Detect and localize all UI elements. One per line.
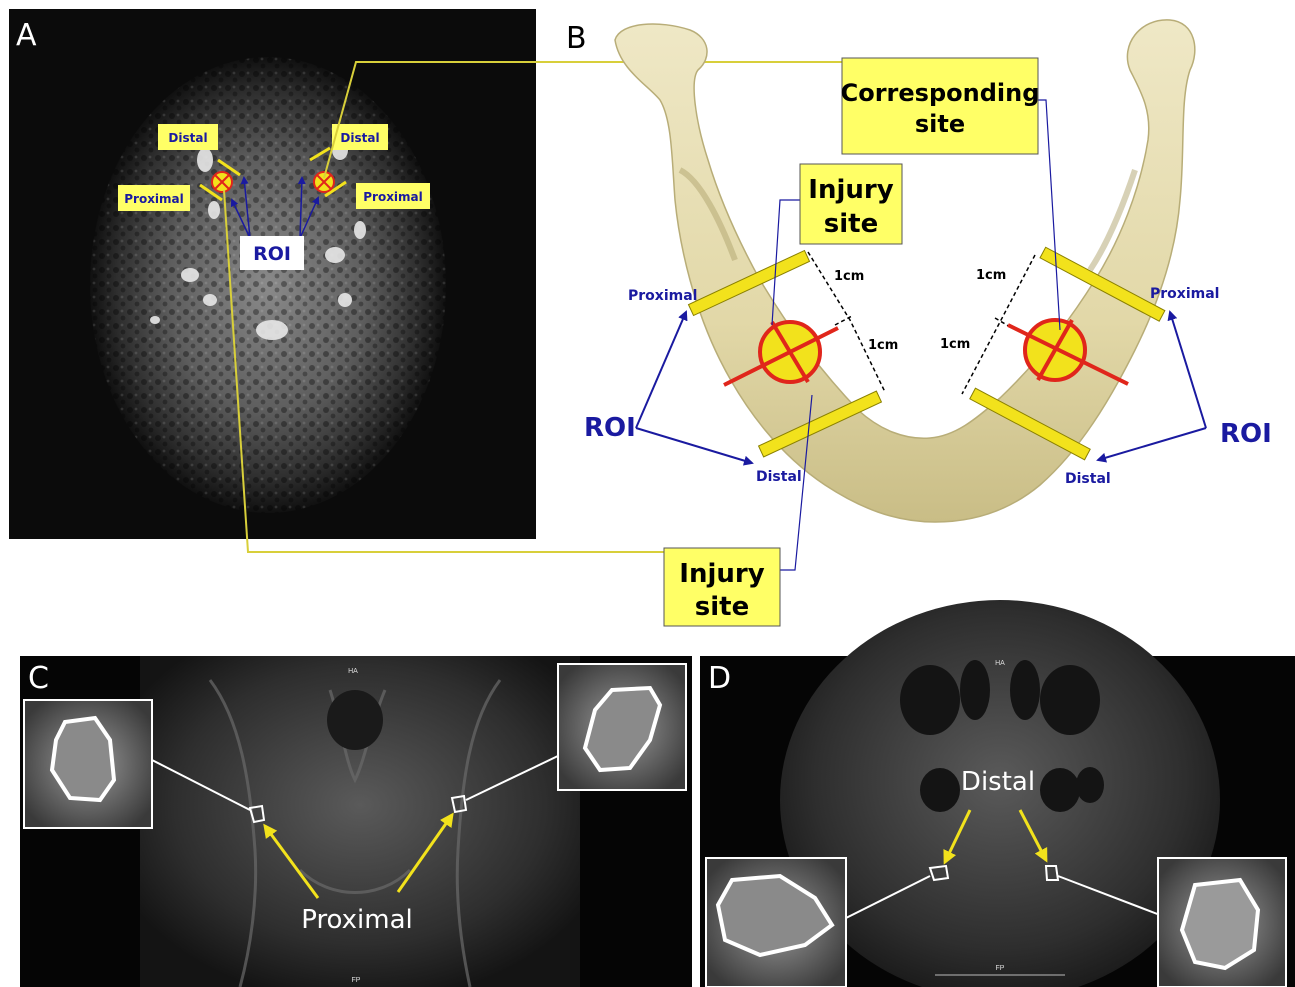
label-corresponding-site: Corresponding site: [841, 58, 1040, 154]
dim-left-bottom: 1cm: [868, 338, 898, 353]
label-distal-right-a: Distal: [332, 124, 388, 150]
inset-left-d: [706, 858, 846, 987]
label-proximal-right-b: Proximal: [1150, 286, 1219, 302]
scan-marker-bottom-c: FP: [352, 977, 361, 984]
label-roi-left-b: ROI: [584, 413, 636, 443]
svg-text:site: site: [824, 209, 878, 239]
label-proximal-left-b: Proximal: [628, 288, 697, 304]
label-distal-d: Distal: [961, 767, 1035, 797]
dim-right-top: 1cm: [976, 268, 1006, 283]
label-proximal-c: Proximal: [301, 905, 413, 935]
svg-text:Corresponding: Corresponding: [841, 79, 1040, 107]
label-proximal-left-a: Proximal: [118, 185, 190, 211]
inset-right-c: [558, 664, 686, 790]
dim-right-bottom: 1cm: [940, 337, 970, 352]
panel-d-letter: D: [708, 661, 731, 696]
svg-text:site: site: [695, 592, 749, 622]
panel-b-letter: B: [566, 21, 587, 56]
svg-text:Proximal: Proximal: [363, 190, 423, 204]
panel-c-letter: C: [28, 661, 49, 696]
svg-text:ROI: ROI: [253, 243, 291, 265]
label-roi-right-b: ROI: [1220, 419, 1272, 449]
svg-text:Injury: Injury: [679, 559, 764, 589]
label-injury-site-bottom: Injury site: [664, 548, 780, 626]
scan-marker-top-c: HA: [348, 668, 358, 675]
panel-c: HA FP Proximal C: [20, 656, 692, 987]
label-roi-a: ROI: [240, 236, 304, 270]
svg-text:Distal: Distal: [168, 131, 207, 145]
spect-scan-texture: [90, 57, 446, 513]
panel-a: A Distal Distal: [9, 9, 536, 539]
label-distal-left-b: Distal: [756, 469, 802, 485]
panel-d: HA FP Distal D: [700, 600, 1295, 987]
inset-right-d: [1158, 858, 1286, 987]
svg-text:Proximal: Proximal: [124, 192, 184, 206]
panel-a-letter: A: [16, 18, 37, 53]
svg-text:site: site: [915, 110, 965, 138]
scan-marker-bottom-d: FP: [996, 965, 1005, 972]
label-proximal-right-a: Proximal: [356, 183, 430, 209]
label-distal-right-b: Distal: [1065, 471, 1111, 487]
dim-left-top: 1cm: [834, 269, 864, 284]
inset-left-c: [24, 700, 152, 828]
svg-text:Distal: Distal: [340, 131, 379, 145]
label-distal-left-a: Distal: [158, 124, 218, 150]
svg-text:Injury: Injury: [808, 175, 893, 205]
label-injury-site-top: Injury site: [800, 164, 902, 244]
mri-airway-c: [327, 690, 383, 750]
panel-b: B: [566, 20, 1272, 626]
scan-marker-top-d: HA: [995, 660, 1005, 667]
